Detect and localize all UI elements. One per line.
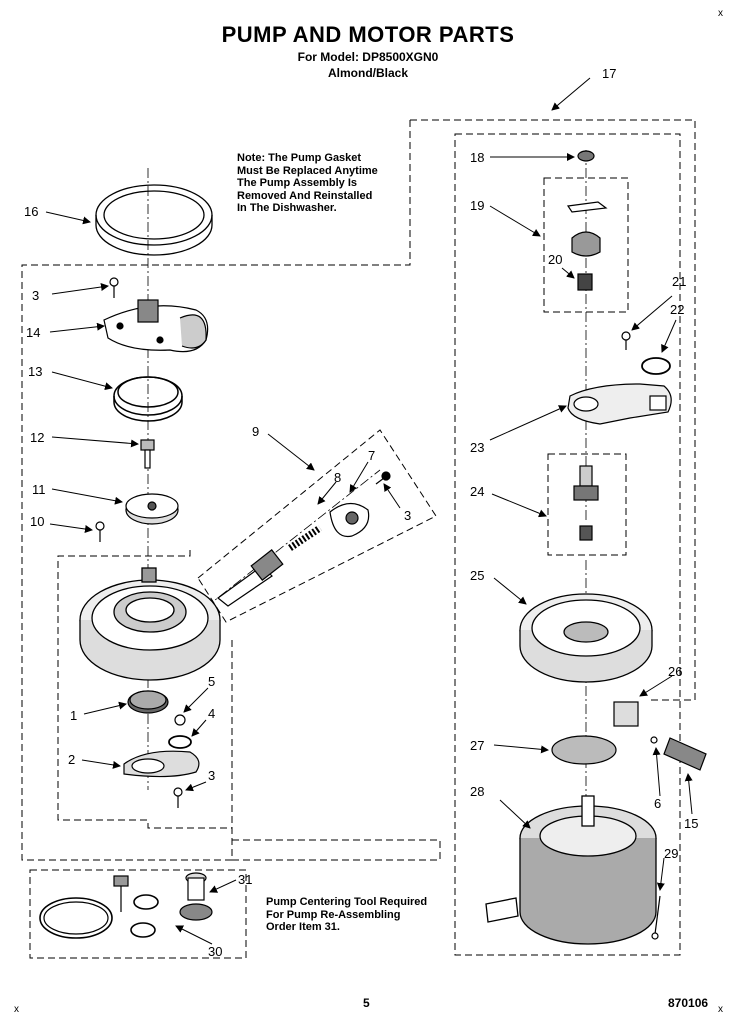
callout-20: 20 xyxy=(548,252,562,267)
note-line: Removed And Reinstalled xyxy=(237,189,373,202)
centering-tool-note: Pump Centering Tool Required For Pump Re… xyxy=(266,896,466,934)
filter-1 xyxy=(127,690,169,714)
callout-2: 2 xyxy=(68,752,75,767)
callout-9: 9 xyxy=(252,424,259,439)
callout-1: 1 xyxy=(70,708,77,723)
callout-16: 16 xyxy=(24,204,38,219)
corner-mark-bottom-right: x xyxy=(718,1004,723,1015)
callout-13: 13 xyxy=(28,364,42,379)
callout-6: 6 xyxy=(654,796,661,811)
note-line: Order Item 31. xyxy=(266,921,340,933)
centering-tool-31 xyxy=(179,872,213,921)
note-line: Pump Centering Tool Required xyxy=(266,896,428,908)
callout-3: 3 xyxy=(32,288,39,303)
impeller-11 xyxy=(125,493,179,525)
callout-25: 25 xyxy=(470,568,484,583)
callout-27: 27 xyxy=(470,738,484,753)
pump-housing xyxy=(79,567,221,681)
callout-17: 17 xyxy=(602,66,616,81)
note-line: Must Be Replaced Anytime xyxy=(237,164,378,177)
pump-cover-14 xyxy=(103,299,209,353)
model-line: For Model: DP8500XGN0 xyxy=(297,50,439,64)
callout-30: 30 xyxy=(208,944,222,959)
callout-14: 14 xyxy=(26,325,40,340)
callout-3: 3 xyxy=(404,508,411,523)
base-2 xyxy=(123,750,200,778)
oring-22 xyxy=(641,357,671,375)
corner-mark-top-right: x xyxy=(718,8,723,19)
callout-19: 19 xyxy=(470,198,484,213)
coupler-24 xyxy=(573,465,599,541)
oring-4 xyxy=(168,735,192,749)
callout-28: 28 xyxy=(470,784,484,799)
screw-12 xyxy=(140,439,155,469)
boundary-seal-kit-19 xyxy=(543,177,629,313)
bushing-20 xyxy=(577,273,593,291)
boundary-motor-assembly xyxy=(454,133,681,956)
note-line: Note: The Pump Gasket xyxy=(237,152,362,164)
terminal-15 xyxy=(663,737,707,771)
boundary-lower-housing xyxy=(232,839,441,861)
screw-3-lower xyxy=(173,787,183,808)
callout-7: 7 xyxy=(368,448,375,463)
disc-27 xyxy=(551,735,617,765)
corner-mark-bottom-left: x xyxy=(14,1004,19,1015)
note-line: In The Dishwasher. xyxy=(237,202,337,214)
kit-30-parts xyxy=(39,875,159,939)
callout-8: 8 xyxy=(334,470,341,485)
motor-28 xyxy=(485,795,657,945)
pump-gasket-note: Note: The Pump Gasket Must Be Replaced A… xyxy=(237,152,417,215)
callout-24: 24 xyxy=(470,484,484,499)
motor-mount-25 xyxy=(519,593,653,683)
screw-29 xyxy=(651,895,661,940)
bracket-23 xyxy=(567,383,672,425)
seal-19 xyxy=(566,201,608,257)
boundary-main-assembly xyxy=(21,120,411,861)
callout-23: 23 xyxy=(470,440,484,455)
callout-18: 18 xyxy=(470,150,484,165)
washer-6 xyxy=(650,736,658,744)
screw-21 xyxy=(621,331,631,350)
callout-3: 3 xyxy=(208,768,215,783)
screw-3-top xyxy=(109,277,119,298)
boundary-kit-30 xyxy=(29,869,247,959)
callout-11: 11 xyxy=(32,482,46,497)
callout-22: 22 xyxy=(670,302,684,317)
pump-gasket-16 xyxy=(95,184,213,256)
boundary-coupler-24 xyxy=(547,453,627,556)
callout-4: 4 xyxy=(208,706,215,721)
callout-21: 21 xyxy=(672,274,686,289)
callout-26: 26 xyxy=(668,664,682,679)
note-line: For Pump Re-Assembling xyxy=(266,908,401,921)
bracket-26 xyxy=(613,701,639,727)
document-number: 870106 xyxy=(668,996,709,1010)
callout-12: 12 xyxy=(30,430,44,445)
nut-18 xyxy=(577,150,595,162)
callout-29: 29 xyxy=(664,846,678,861)
note-line: The Pump Assembly Is xyxy=(237,177,358,189)
color-line: Almond/Black xyxy=(327,66,408,80)
callout-10: 10 xyxy=(30,514,44,529)
page-title: PUMP AND MOTOR PARTS xyxy=(221,22,515,47)
boundary-motor-group xyxy=(410,119,696,701)
ball-5 xyxy=(174,714,186,726)
seal-ring-13 xyxy=(113,376,183,422)
screw-10 xyxy=(95,521,105,542)
callout-15: 15 xyxy=(684,816,698,831)
nozzle-9 xyxy=(217,471,391,607)
callout-31: 31 xyxy=(238,872,252,887)
page-number: 5 xyxy=(363,996,370,1010)
callout-5: 5 xyxy=(208,674,215,689)
